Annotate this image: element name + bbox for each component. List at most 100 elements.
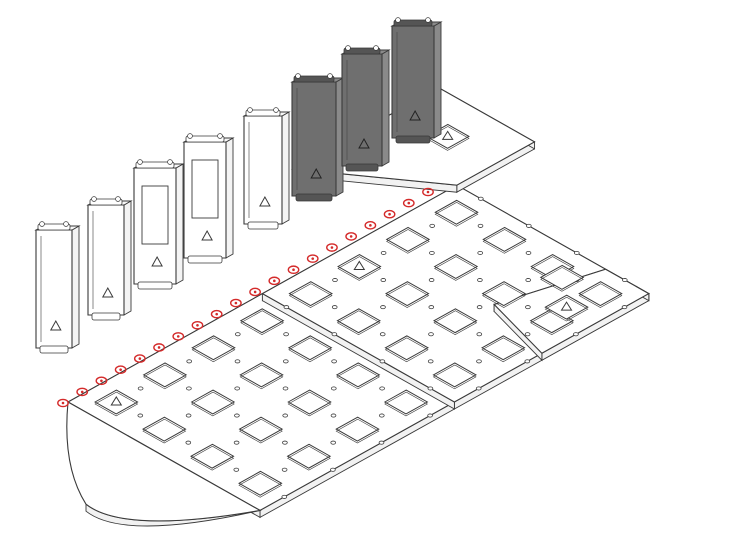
panel-window <box>141 185 169 245</box>
socket <box>434 199 479 227</box>
socket <box>238 416 284 444</box>
pin-hole <box>234 359 241 364</box>
connector-marker <box>345 232 358 241</box>
wall-panel-5 <box>242 107 291 230</box>
pin-hole <box>331 359 337 364</box>
socket <box>238 470 283 498</box>
socket <box>286 443 332 471</box>
pin-hole <box>380 278 387 283</box>
socket <box>384 335 429 363</box>
pin-hole <box>379 359 386 364</box>
connector-marker <box>422 187 434 197</box>
logo-icon <box>151 255 163 267</box>
pin-hole <box>233 467 240 472</box>
pin-hole <box>573 250 580 255</box>
pin-hole <box>234 386 241 391</box>
pin-hole <box>282 413 289 418</box>
plate-rounded-top <box>66 401 262 522</box>
socket <box>482 226 527 254</box>
socket <box>335 362 381 390</box>
pin-hole <box>186 386 192 391</box>
connector-marker <box>153 343 165 352</box>
panel-foot <box>39 345 69 354</box>
connector-marker <box>287 265 300 275</box>
pin-hole <box>427 386 434 391</box>
pin-hole <box>429 223 436 228</box>
socket <box>142 362 188 390</box>
pin-hole <box>427 359 434 364</box>
wall-panel-1 <box>34 221 81 354</box>
panel-window <box>191 159 219 219</box>
pin-hole <box>477 196 484 201</box>
panel-foot <box>137 281 173 290</box>
logo-icon <box>259 195 271 207</box>
panel-face <box>291 81 337 197</box>
logo-icon <box>353 260 366 270</box>
logo-icon <box>441 130 454 140</box>
connector-marker <box>326 243 338 252</box>
socket <box>239 308 285 335</box>
logo-icon <box>358 137 370 149</box>
socket <box>335 416 380 444</box>
socket <box>383 389 429 417</box>
socket <box>385 281 430 308</box>
connector-marker <box>133 354 146 363</box>
connector-marker <box>364 221 377 230</box>
panel-foot <box>91 312 121 321</box>
panel-top-clip <box>245 109 281 117</box>
pin-hole <box>283 305 290 310</box>
pin-hole <box>429 250 435 255</box>
wall-panel-7 <box>340 45 391 172</box>
pin-hole <box>282 440 288 445</box>
pin-hole <box>332 278 338 283</box>
pin-hole <box>524 332 531 337</box>
pin-hole <box>281 494 288 499</box>
panel-foot <box>295 193 333 202</box>
pin-hole <box>427 413 433 418</box>
pin-hole <box>331 305 338 310</box>
panel-top-clip <box>185 135 225 143</box>
socket <box>239 362 284 390</box>
wall-panel-3 <box>132 159 185 290</box>
pin-hole <box>185 440 192 445</box>
socket <box>190 443 235 471</box>
socket <box>190 389 236 417</box>
panel-top-clip <box>393 19 433 27</box>
logo-icon <box>101 286 114 298</box>
socket <box>336 308 381 335</box>
panel-top-clip <box>293 75 335 83</box>
pin-hole <box>330 413 337 418</box>
logo-socket <box>544 294 589 322</box>
connector-marker <box>383 209 396 219</box>
connector-marker <box>95 376 108 386</box>
socket <box>287 389 332 417</box>
pin-hole <box>379 386 385 391</box>
pin-hole <box>281 467 288 472</box>
pin-hole <box>282 386 289 391</box>
socket <box>539 264 585 292</box>
connector-marker <box>191 320 204 330</box>
panel-face <box>391 25 435 139</box>
pin-hole <box>524 359 531 364</box>
pin-hole <box>573 332 579 337</box>
pin-hole <box>282 359 289 364</box>
pin-hole <box>379 332 386 337</box>
panel-foot <box>395 135 431 144</box>
connector-marker <box>210 309 223 319</box>
pin-hole <box>477 278 483 283</box>
pin-hole <box>475 386 482 391</box>
panel-foot <box>247 221 279 230</box>
pin-hole <box>234 413 240 418</box>
pin-hole <box>525 278 531 283</box>
pin-hole <box>137 386 144 391</box>
connector-marker <box>57 398 69 408</box>
pin-hole <box>185 413 192 418</box>
socket <box>433 254 479 281</box>
wall-panel-8 <box>390 17 443 144</box>
socket <box>385 226 431 254</box>
socket <box>481 281 527 308</box>
connector-marker <box>229 298 242 308</box>
connector-marker <box>114 365 127 374</box>
logo-icon <box>560 301 573 311</box>
